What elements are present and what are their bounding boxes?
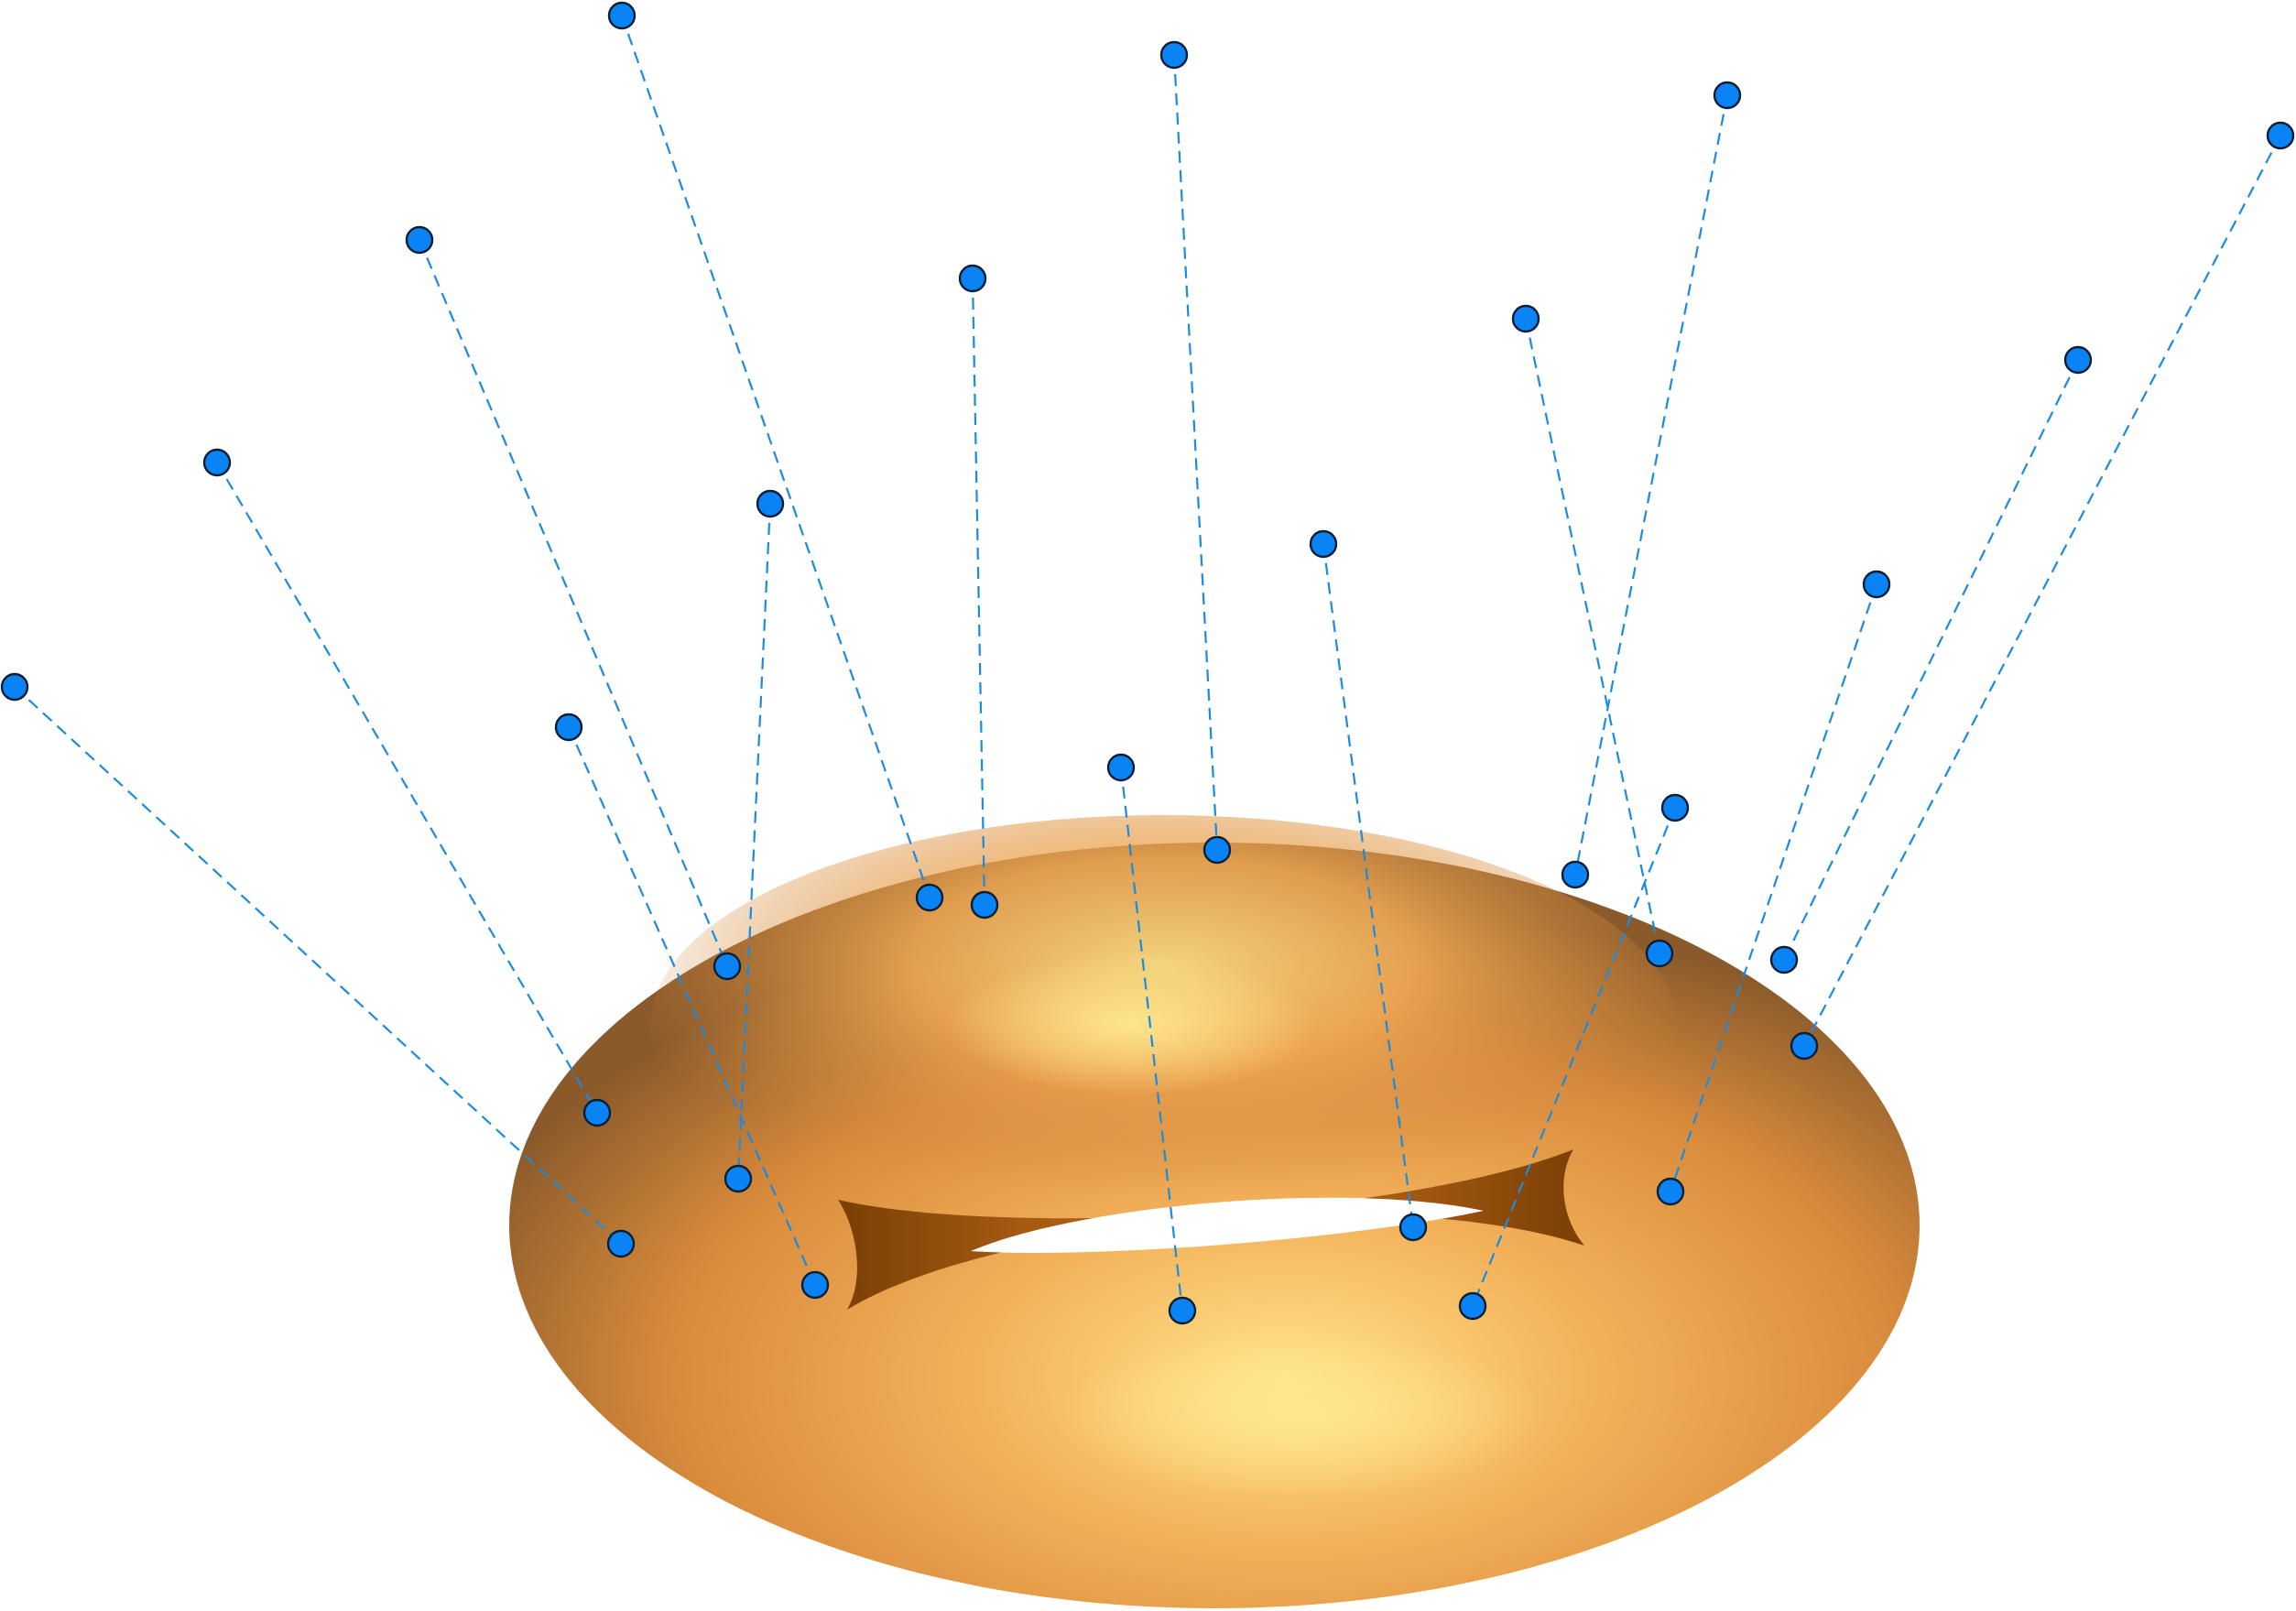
torus-point <box>1656 1177 1685 1206</box>
connector-line <box>1119 767 1184 1312</box>
torus-point <box>800 1270 830 1300</box>
outer-point <box>405 225 434 255</box>
torus-point <box>1790 1031 1819 1061</box>
torus-point <box>606 1229 636 1258</box>
torus-inner-shadow <box>838 1149 1584 1310</box>
torus-point <box>1645 939 1674 968</box>
connector-line <box>567 726 817 1286</box>
connector-line <box>1669 583 1878 1192</box>
outer-point <box>202 448 232 477</box>
projection-points <box>0 1 2295 1325</box>
connector-line <box>216 462 598 1114</box>
outer-point <box>958 264 987 293</box>
connector-line <box>971 278 986 906</box>
outer-point <box>1511 304 1540 333</box>
torus-hole-opening <box>971 1197 1484 1253</box>
torus-bottom-highlight <box>1053 1331 1548 1499</box>
connector-line <box>736 503 772 1180</box>
outer-point <box>1106 753 1136 782</box>
connector-line <box>620 15 931 898</box>
connector-line <box>14 686 622 1245</box>
torus-point <box>970 890 999 920</box>
outer-point <box>2063 345 2093 375</box>
outer-point <box>1862 570 1891 599</box>
connector-line <box>1471 807 1677 1307</box>
outer-point <box>607 1 637 30</box>
outer-point <box>0 672 29 702</box>
torus-top-highlight <box>948 952 1314 1095</box>
torus-point <box>1458 1291 1487 1321</box>
connector-line <box>1573 94 1729 876</box>
outer-point <box>1309 529 1338 559</box>
outer-point <box>554 713 583 742</box>
torus-point <box>1398 1213 1428 1242</box>
torus-point <box>582 1098 612 1127</box>
torus-point <box>724 1164 753 1193</box>
torus-point <box>713 952 742 981</box>
torus-point <box>1202 835 1232 865</box>
connector-line <box>1524 318 1661 954</box>
outer-point <box>2266 121 2295 150</box>
torus-point <box>1561 860 1590 889</box>
outer-point <box>756 489 785 518</box>
outer-point <box>1159 40 1189 70</box>
outer-point <box>1660 793 1690 822</box>
connector-line <box>1172 54 1219 851</box>
torus-point <box>915 883 944 912</box>
connector-line <box>1803 135 2281 1047</box>
torus-point <box>1168 1296 1197 1325</box>
projection-connectors <box>14 15 2281 1312</box>
outer-point <box>1713 81 1742 110</box>
torus-point <box>1769 945 1799 974</box>
connector-line <box>1783 359 2079 961</box>
connector-line <box>418 239 729 967</box>
torus-surface <box>509 815 1920 1608</box>
